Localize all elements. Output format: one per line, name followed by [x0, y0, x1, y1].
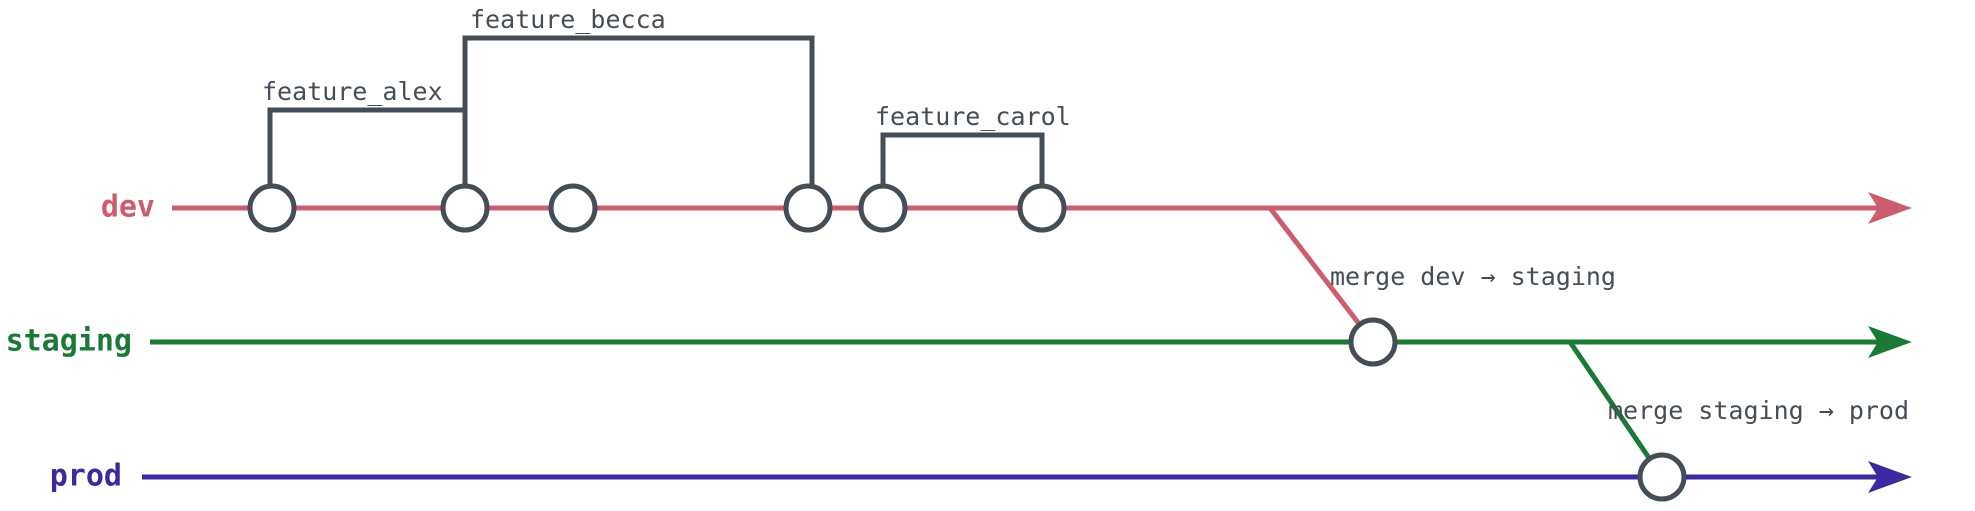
commit-node-staging-merge[interactable]: [1348, 317, 1398, 367]
merge-staging-to-prod[interactable]: merge staging → prod: [1567, 340, 1909, 479]
feature-alex-bracket: [267, 107, 468, 186]
feature-becca-bracket: [462, 35, 815, 186]
lane-prod[interactable]: prod: [50, 459, 1912, 494]
merge-dev-to-staging-line: [1268, 206, 1375, 344]
merge-dev-to-staging-label: merge dev → staging: [1330, 262, 1616, 291]
lane-arrow-dev-icon: [1868, 192, 1912, 224]
commit-node[interactable]: [440, 183, 490, 233]
feature-branch-feature-carol[interactable]: feature_carol: [875, 102, 1071, 186]
lane-arrow-staging-icon: [1868, 326, 1912, 358]
lane-label-dev: dev: [101, 190, 155, 225]
feature-carol-bracket: [880, 132, 1045, 186]
commit-node[interactable]: [858, 183, 908, 233]
lane-dev[interactable]: dev: [101, 190, 1912, 225]
commit-node[interactable]: [247, 183, 297, 233]
commit-node[interactable]: [783, 183, 833, 233]
lane-label-staging: staging: [6, 324, 132, 359]
commit-node[interactable]: [1017, 183, 1067, 233]
merge-staging-to-prod-label: merge staging → prod: [1608, 396, 1909, 425]
feature-alex-label: feature_alex: [262, 77, 443, 106]
feature-becca-label: feature_becca: [470, 5, 666, 34]
lane-staging[interactable]: staging: [6, 324, 1912, 359]
feature-branch-feature-alex[interactable]: feature_alex: [262, 77, 468, 186]
feature-branch-feature-becca[interactable]: feature_becca: [462, 5, 815, 186]
lane-arrow-prod-icon: [1868, 461, 1912, 493]
commit-node-prod-merge[interactable]: [1637, 452, 1687, 502]
feature-carol-label: feature_carol: [875, 102, 1071, 131]
merge-staging-to-prod-line: [1567, 340, 1665, 479]
commit-node[interactable]: [548, 183, 598, 233]
lane-label-prod: prod: [50, 459, 122, 494]
merge-dev-to-staging[interactable]: merge dev → staging: [1268, 206, 1616, 344]
